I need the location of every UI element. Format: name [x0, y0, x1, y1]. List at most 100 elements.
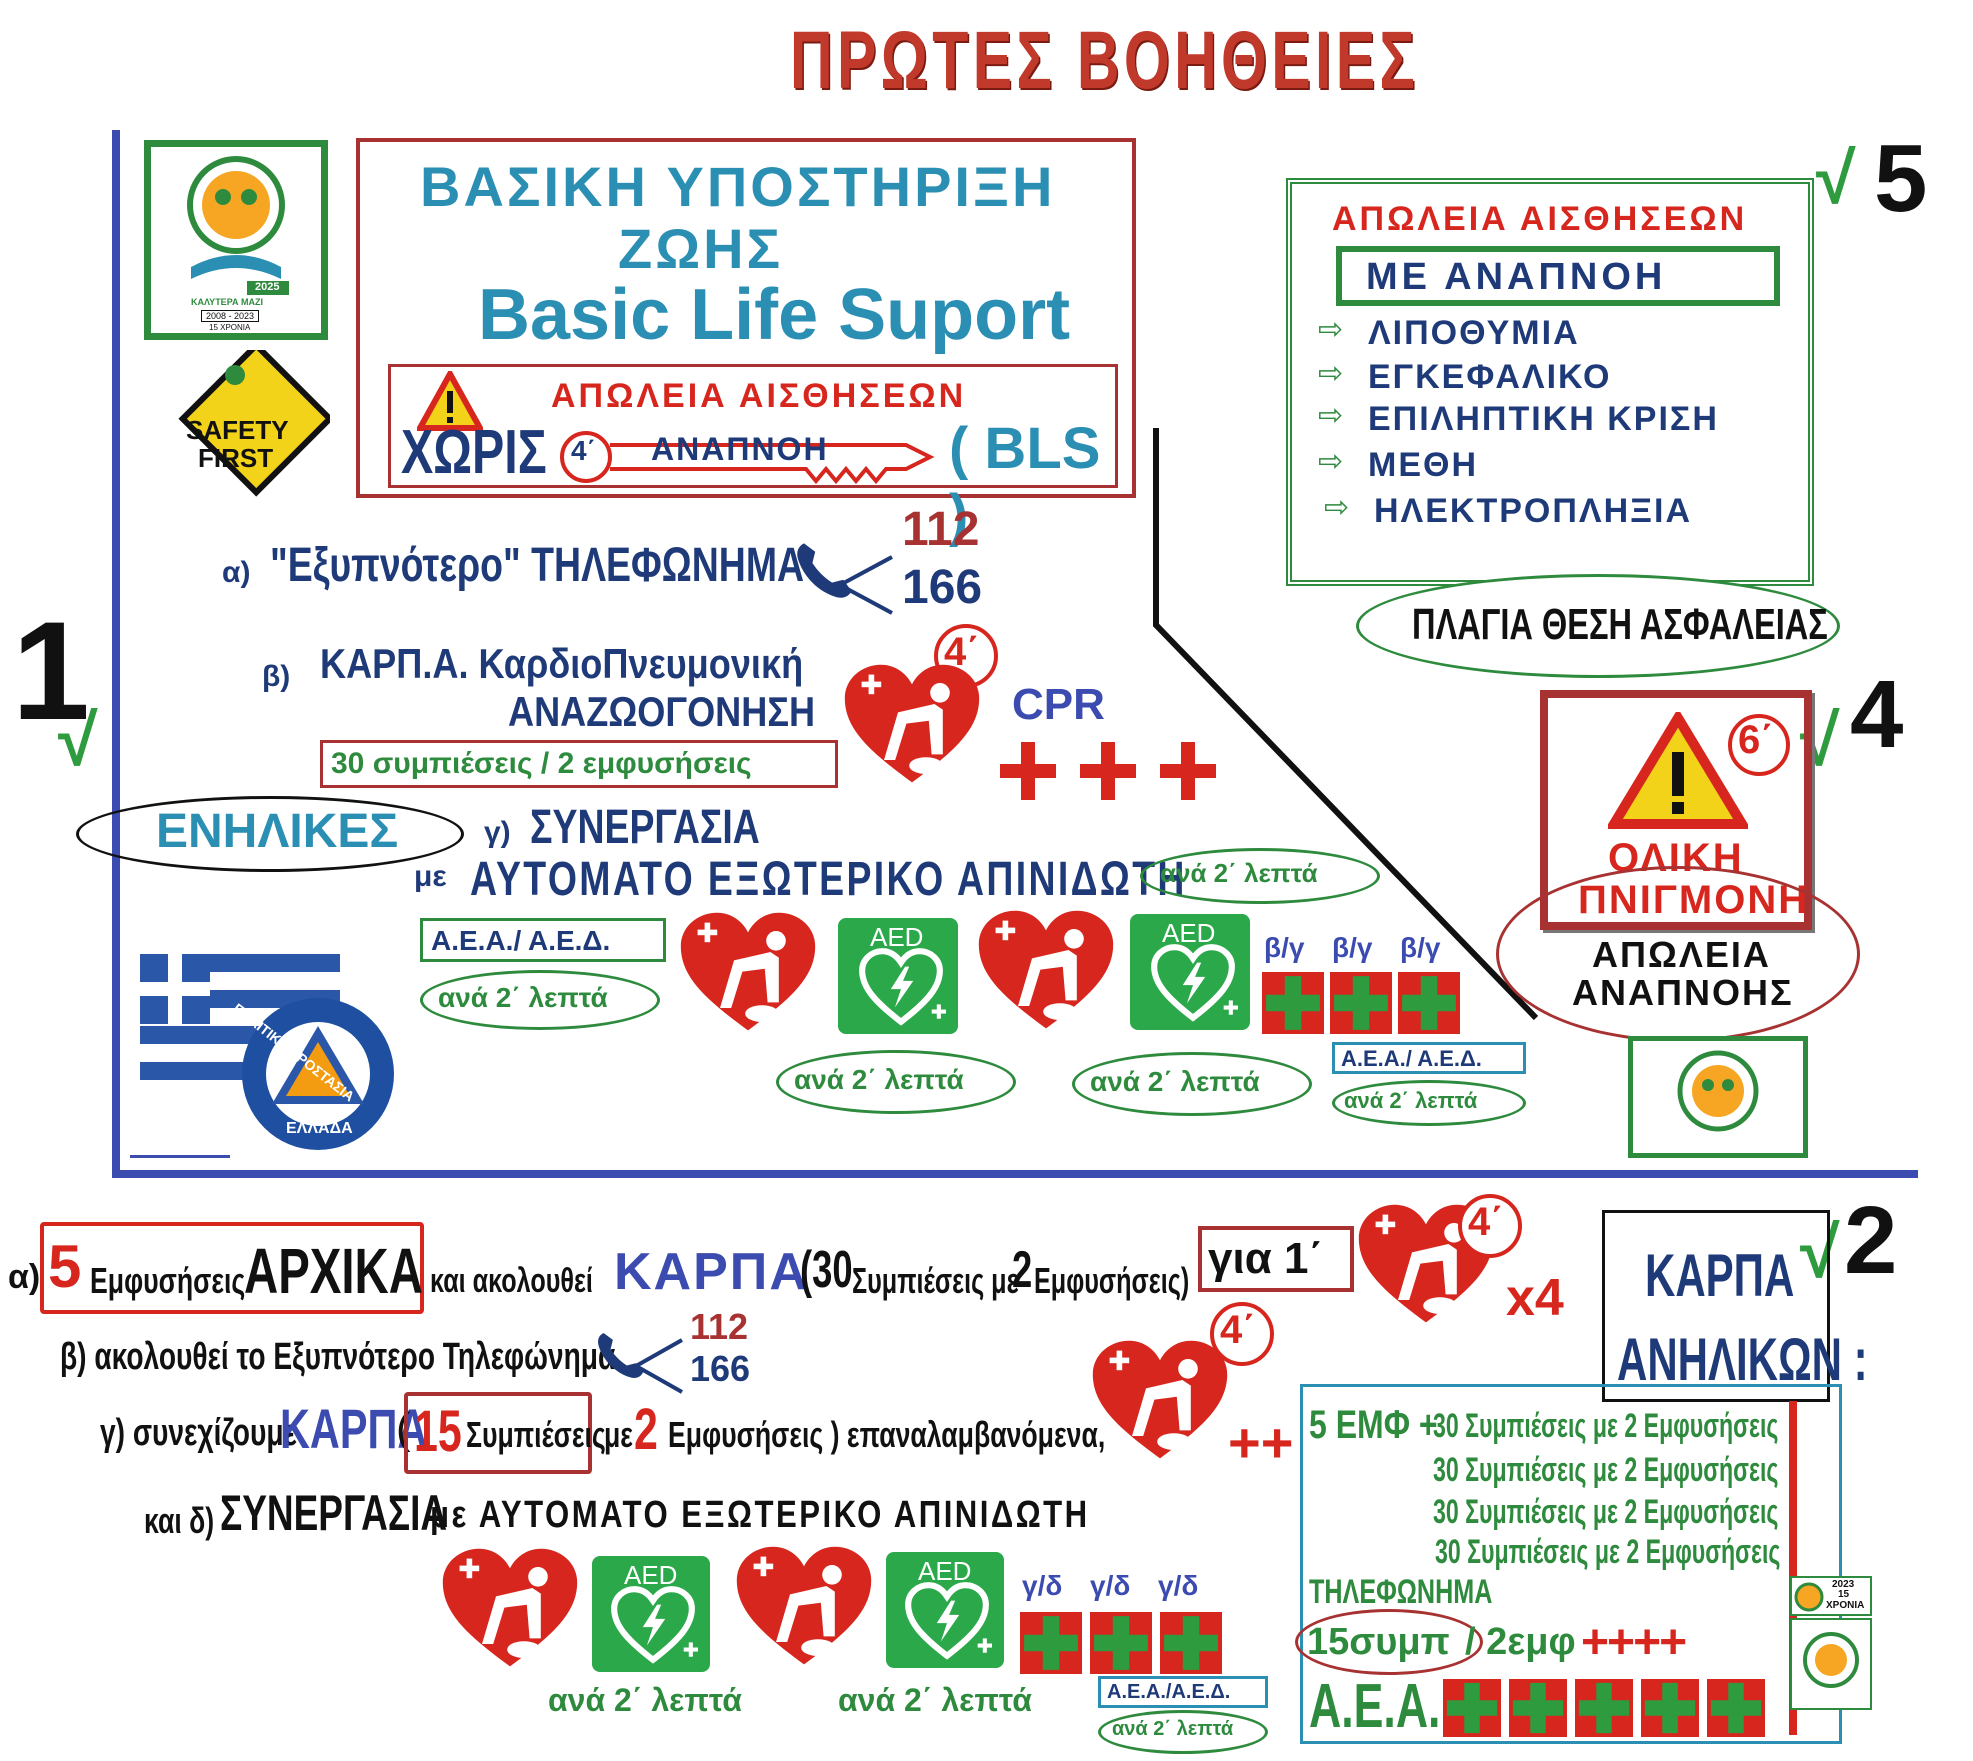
pediatric-title-1: ΚΑΡΠΑ — [1645, 1242, 1795, 1309]
p-breaths: Εμφυσήσεις — [90, 1260, 246, 1301]
p-d-text: και δ) — [144, 1500, 215, 1541]
section4-number: 4 — [1850, 661, 1904, 768]
green-crosses-1 — [1262, 972, 1460, 1034]
every2-text-3: ανά 2΄ λεπτά — [794, 1064, 964, 1095]
gd-label-2: γ/δ — [1090, 1570, 1131, 1601]
section2-check: √ — [1800, 1213, 1840, 1293]
gd-label-1: γ/δ — [1022, 1570, 1063, 1601]
p-c-15: 15 — [414, 1399, 462, 1464]
warning-icon — [417, 371, 483, 431]
key-icon — [560, 431, 935, 485]
phone-112: 112 — [902, 503, 980, 556]
p-c-2: 2 — [634, 1397, 658, 1462]
p-c-text: γ) συνεχίζουμε — [100, 1412, 297, 1454]
red-crosses — [1000, 742, 1216, 800]
section2-number: 2 — [1844, 1187, 1898, 1294]
timer-circle-4 — [934, 624, 998, 688]
s5-loss: ΑΠΩΛΕΙΑ ΑΙΣΘΗΣΕΩΝ — [1332, 200, 1748, 238]
bls-key-num: 4΄ — [571, 435, 596, 466]
timer-p2: 4΄ — [1220, 1308, 1256, 1352]
x4-label: x4 — [1506, 1269, 1564, 1327]
p-d-rest: με ΑΥΤΟΜΑΤΟ ΕΞΩΤΕΡΙΚΟ ΑΠΙΝΙΔΩΤΗ — [430, 1494, 1090, 1536]
pediatric-summary-box: 5 ΕΜΦ + 30 Συμπιέσεις με 2 Εμφυσήσεις 30… — [1295, 1384, 1842, 1744]
p-phone-166: 166 — [690, 1348, 751, 1389]
every2-oval-3 — [776, 1050, 1016, 1114]
phone-166: 166 — [902, 561, 983, 614]
summary-row-4: 30 Συμπιέσεις με 2 Εμφυσήσεις — [1435, 1533, 1781, 1571]
summary-red-bar — [1789, 1401, 1797, 1735]
timer-circle-p2 — [1210, 1302, 1274, 1366]
p-b-text: β) ακολουθεί το Εξυπνότερο Τηλεφώνημα — [60, 1336, 616, 1378]
logo-anniv: 15 ΧΡΟΝΙΑ — [209, 323, 251, 332]
p-every2-2: ανά 2΄ λεπτά — [838, 1682, 1032, 1718]
every2-text-2: ανά 2΄ λεπτά — [438, 982, 608, 1013]
every2-oval-4 — [1072, 1052, 1312, 1116]
s5-with-breath-box: ΜΕ ΑΝΑΠΝΟΗ — [1336, 246, 1780, 306]
s5-item-1: ΛΙΠΟΘΥΜΙΑ — [1368, 314, 1580, 352]
p-every2-3: ανά 2΄ λεπτά — [1112, 1718, 1234, 1740]
p-d-coop: ΣΥΝΕΡΓΑΣΙΑ — [220, 1485, 448, 1541]
by-label-3: β/γ — [1400, 932, 1441, 963]
section1-frame — [112, 130, 1918, 1178]
bls-line2: ΖΩΗΣ — [618, 217, 784, 280]
cpr-heart-icon-6 — [442, 1548, 578, 1667]
bls-without: ΧΩΡΙΣ — [401, 418, 547, 487]
aed-label-3: AED — [624, 1560, 678, 1590]
cpr-heart-icon-5 — [1092, 1340, 1228, 1459]
section5-number: 5 — [1874, 125, 1928, 232]
cpr-line2: ΑΝΑΖΩΟΓΟΝΗΣΗ — [508, 688, 816, 735]
p-phone-112: 112 — [690, 1306, 749, 1347]
aed-device-label: ΑΥΤΟΜΑΤΟ ΕΞΩΤΕΡΙΚΟ ΑΠΙΝΙΔΩΤΗ — [470, 853, 1187, 906]
p-c-comp: Συμπιέσεις — [466, 1414, 606, 1455]
logo-motto: ΚΑΛΥΤΕΡΑ ΜΑΖΙ — [191, 297, 264, 307]
pediatric-title-2: ΑΝΗΛΙΚΩΝ : — [1617, 1326, 1868, 1393]
adults-oval — [76, 796, 464, 872]
summary-emf: 5 ΕΜΦ + — [1309, 1403, 1438, 1447]
civil-protection-logo — [140, 954, 394, 1150]
summary-ratio-oval — [1295, 1609, 1483, 1675]
club-logo-small — [1628, 1036, 1808, 1158]
cpr-label: CPR — [1012, 680, 1105, 729]
cpr-ratio-text: 30 συμπιέσεις / 2 εμφυσήσεις — [331, 747, 752, 780]
section5-box: ΑΠΩΛΕΙΑ ΑΙΣΘΗΣΕΩΝ ΜΕ ΑΝΑΠΝΟΗ ⇨ ΛΙΠΟΘΥΜΙΑ… — [1286, 178, 1814, 586]
p-aea-box: Α.Ε.Α./Α.Ε.Δ. — [1098, 1676, 1268, 1708]
p-15-box — [404, 1392, 592, 1474]
a-prefix: α) — [222, 556, 251, 589]
b-prefix: β) — [262, 660, 291, 693]
s5-item-5: ΗΛΕΚΤΡΟΠΛΗΞΙΑ — [1374, 492, 1693, 530]
mini-logo-1: 2023 15 ΧΡΟΝΙΑ — [1790, 1576, 1872, 1616]
safety-line2: FIRST — [198, 443, 274, 473]
aed-label-1: AED — [870, 922, 924, 952]
civil-protection-country: ΕΛΛΑΔΑ — [286, 1120, 353, 1137]
cpr-heart-icon-7 — [736, 1546, 872, 1665]
s5-with-breath: ΜΕ ΑΝΑΠΝΟΗ — [1366, 256, 1667, 298]
aea-text-1: Α.Ε.Α./ Α.Ε.Δ. — [431, 925, 611, 956]
for-1min: για 1΄ — [1208, 1234, 1324, 1283]
divider-line — [1153, 428, 1539, 1020]
cooperation-label: ΣΥΝΕΡΓΑΣΙΑ — [530, 801, 760, 854]
every2-oval-5 — [1332, 1080, 1526, 1126]
p-comp: Συμπιέσεις με — [852, 1260, 1019, 1301]
p-follows: και ακολουθεί — [430, 1262, 593, 1300]
pediatric-title-box: ΚΑΡΠΑ ΑΝΗΛΙΚΩΝ : — [1602, 1210, 1868, 1402]
p-karpa: ΚΑΡΠΑ — [614, 1243, 809, 1301]
summary-aea: Α.Ε.Α. — [1309, 1672, 1441, 1741]
cpr-line1: ΚΑΡΠ.Α. ΚαρδιοΠνευμονική — [320, 640, 804, 687]
bls-line3: Basic Life Suport — [478, 275, 1071, 355]
cpr-heart-icon-2 — [680, 912, 816, 1031]
p-breaths-2: Εμφυσήσεις) — [1034, 1260, 1190, 1301]
s5-arrow-5: ⇨ — [1324, 491, 1350, 524]
p-c-rest: Εμφυσήσεις ) επαναλαμβανόμενα, — [668, 1414, 1106, 1455]
summary-row-2: 30 Συμπιέσεις με 2 Εμφυσήσεις — [1433, 1451, 1779, 1489]
section1-check: √ — [58, 701, 98, 781]
adults-label: ΕΝΗΛΙΚΕΣ — [156, 805, 399, 858]
summary-ratio-b: / 2εμφ — [1465, 1621, 1576, 1663]
loss-breathing-2: ΑΝΑΠΝΟΗΣ — [1572, 972, 1794, 1013]
every2-oval-1 — [1140, 848, 1380, 904]
s5-arrow-2: ⇨ — [1318, 357, 1344, 390]
s5-item-2: ΕΓΚΕΦΑΛΙΚΟ — [1368, 358, 1612, 396]
s5-item-4: ΜΕΘΗ — [1368, 446, 1478, 484]
aed-icon-2: AED — [1130, 914, 1250, 1030]
summary-phone: ΤΗΛΕΦΩΝΗΜΑ — [1309, 1573, 1493, 1611]
aea-box-2: Α.Ε.Α./ Α.Ε.Δ. — [1332, 1042, 1526, 1074]
